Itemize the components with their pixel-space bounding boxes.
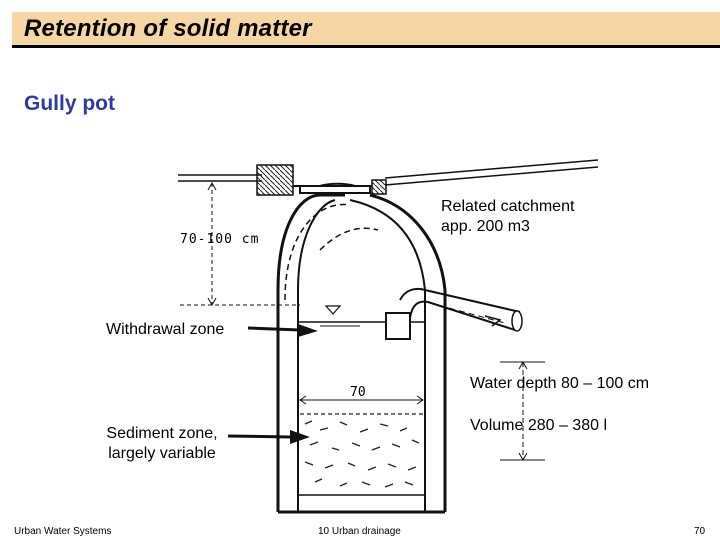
footer-center: 10 Urban drainage [318,526,401,537]
ground-surface [178,159,599,186]
chamber-dome-inner [297,199,426,512]
depth-dimension [180,181,300,307]
water-depth-dimension [500,360,545,462]
catchment-label-line2: app. 200 m3 [441,218,530,235]
sediment-fill [300,413,423,488]
grating [293,182,372,194]
dashed-arc [284,203,379,301]
withdrawal-arrow [247,324,318,337]
sediment-arrow [227,430,310,444]
frame-block-left [256,164,294,196]
sediment-zone-label-line1: Sediment zone, [106,425,218,442]
slide-subtitle: Gully pot [24,92,115,115]
title-bar: Retention of solid matter [12,12,720,48]
sediment-zone-label-line2: largely variable [108,445,216,462]
page-number: 70 [694,526,706,537]
chamber-dome-outer [276,193,447,512]
volume-label: Volume 280 – 380 l [470,417,607,434]
slide-title: Retention of solid matter [24,15,312,42]
outlet-pipe [385,287,523,340]
water-depth-label: Water depth 80 – 100 cm [470,375,650,392]
frame-block-right [371,179,387,195]
withdrawal-zone-label: Withdrawal zone [106,321,225,338]
width-dimension [299,395,424,405]
width-dimension-label: 70 [350,385,366,400]
footer-left: Urban Water Systems [14,526,112,537]
depth-dimension-label: 70-100 cm [180,232,260,247]
catchment-label-line1: Related catchment [441,198,575,215]
